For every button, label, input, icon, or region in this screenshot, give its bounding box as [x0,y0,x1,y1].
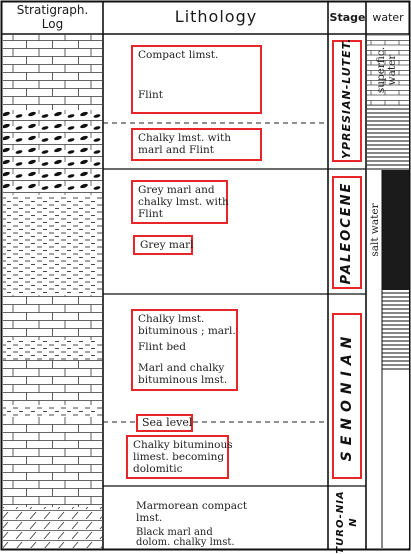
lithology-text: Marmorean compact [136,500,248,512]
header-stage: Stage [329,11,366,24]
water-superficial-label: superfic. water [375,37,400,103]
lithology-text: Flint [138,89,163,101]
lithology-marmorean: Marmorean compact lmst. [136,500,316,524]
lithology-text: Chalky bituminous [133,439,233,451]
header-stratigraphic-log: Stratigraph. Log [3,4,102,30]
lithology-text: chalky lmst. with [138,196,229,208]
lithology-text: limest. becoming [133,451,225,463]
lithology-text: Flint [138,208,163,220]
lithology-chalky-flint: Chalky lmst. with marl and Flint [131,128,262,161]
stage-box-senonian [332,313,362,479]
lithology-sea-level: Sea level [136,414,193,432]
lithology-text: Black marl and [136,527,213,538]
lithology-dolomitic: Chalky bituminous limest. becoming dolom… [126,435,233,479]
lithology-compact-limestone: Compact limst. Flint [131,45,262,114]
water-text: water [386,54,398,86]
lithology-grey-marl: Grey marl [133,235,193,255]
lithology-text: Grey marl and [138,184,215,196]
lithology-black-marl: Black marl and dolom. chalky lmst. [136,528,316,548]
header-log-line1: Stratigraph. [16,3,89,17]
lithology-text: Chalky lmst. [138,313,205,325]
lithology-bituminous: Chalky lmst. bituminous ; marl. Flint be… [131,309,238,391]
lithology-text: bituminous lmst. [138,374,228,386]
sea-level-label: Sea level [142,416,193,429]
stage-label-ypresian: YPRESIAN-LUTET. [340,37,353,159]
header-water: water [372,11,404,24]
stage-box-paleocene [332,176,362,289]
lithology-text: Grey marl [140,239,194,251]
water-salt-label: salt water [369,203,381,257]
lithology-grey-marl-chalky: Grey marl and chalky lmst. with Flint [131,180,229,224]
header-lithology: Lithology [174,7,258,26]
lithology-text: dolomitic [133,463,183,475]
lithology-text: marl and Flint [138,144,214,156]
lithology-text: lmst. [136,512,163,524]
lithology-text: bituminous ; marl. [138,325,236,337]
header-log-line2: Log [41,17,64,31]
lithology-text: Compact limst. [138,49,219,61]
lithology-text: Chalky lmst. with [138,132,231,144]
lithology-text: Flint bed [138,341,186,353]
lithology-text: dolom. chalky lmst. [136,537,235,548]
stage-label-turonian: TURO-NIAN [335,490,359,554]
stage-label-paleocene: PALEOCENE [339,181,354,285]
stage-box-ypresian [332,40,362,162]
lithology-text: Marl and chalky [138,362,225,374]
stage-label-senonian: SENONIAN [339,330,355,462]
